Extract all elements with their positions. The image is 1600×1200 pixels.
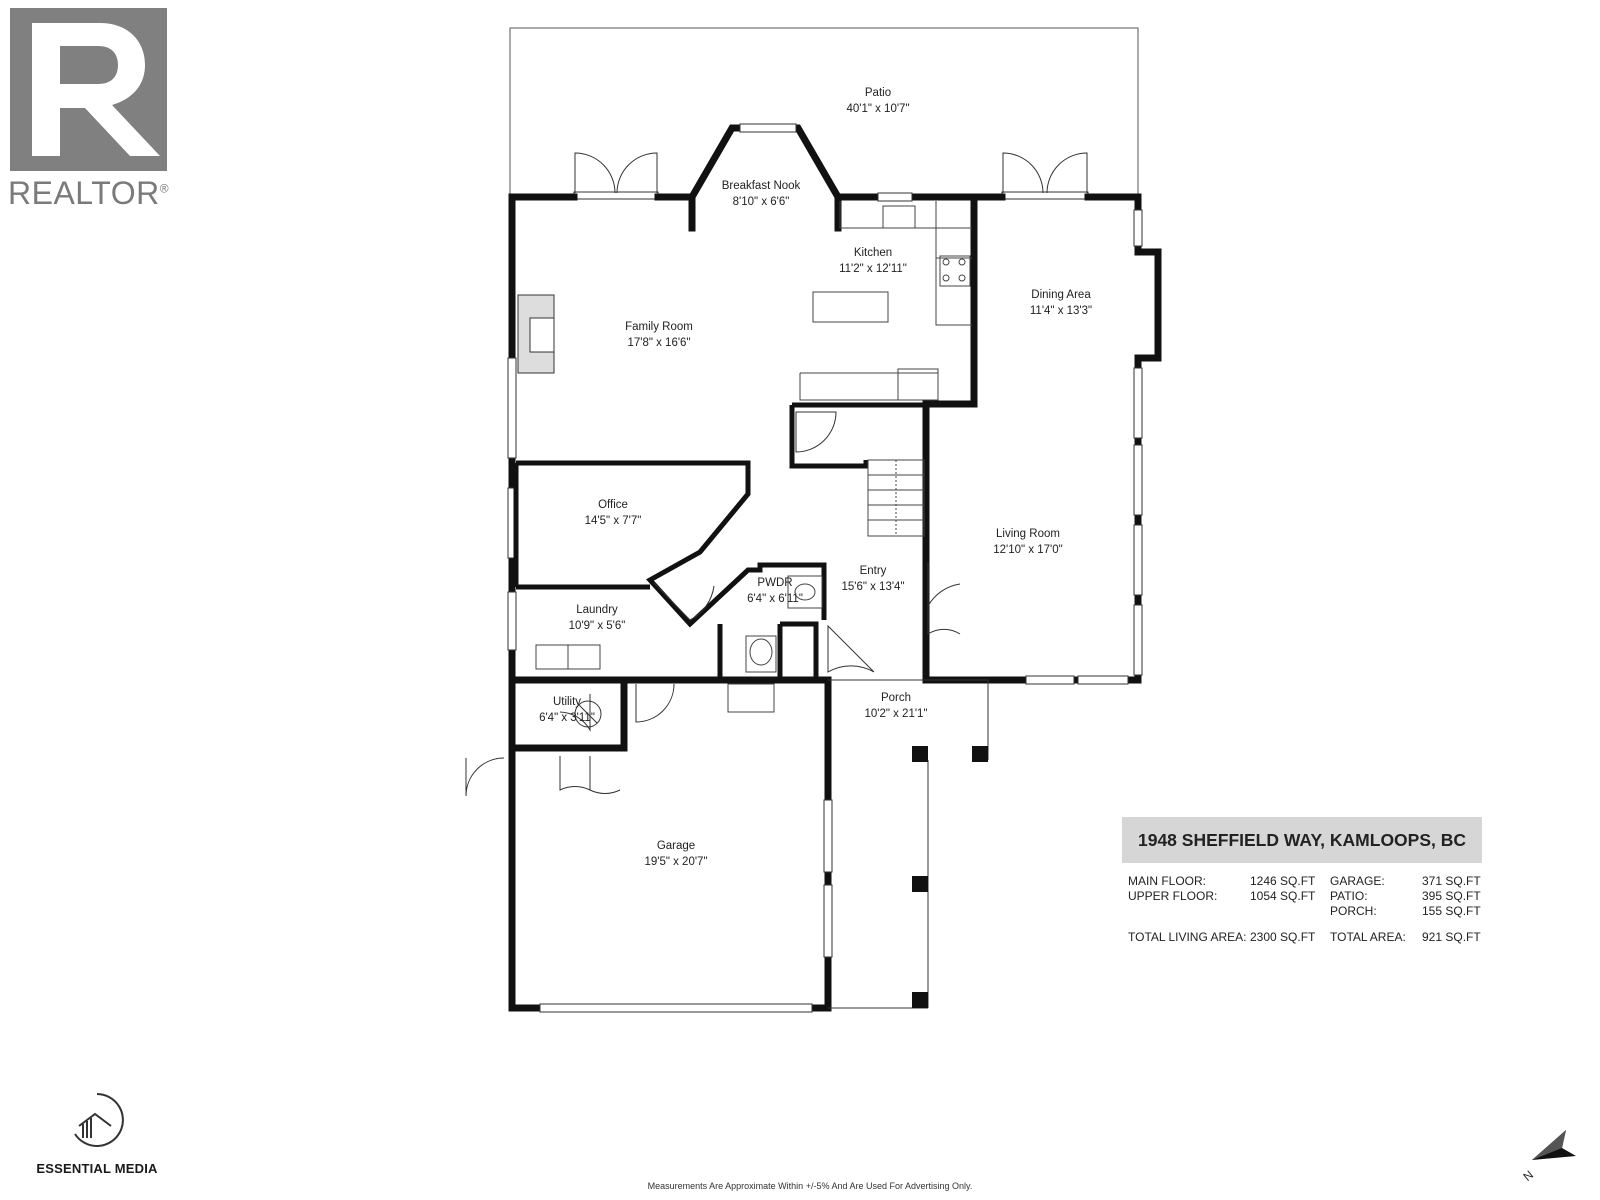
room-label-office: Office 14'5" x 7'7" <box>585 499 642 527</box>
room-name: PWDR <box>757 577 792 589</box>
room-name: Family Room <box>625 321 693 333</box>
room-name: Porch <box>881 692 911 704</box>
room-dimensions: 6'4" x 6'11" <box>747 593 803 605</box>
total-living-stat: TOTAL LIVING AREA:2300 SQ.FT <box>1128 930 1316 944</box>
room-label-breakfast-nook: Breakfast Nook 8'10" x 6'6" <box>722 180 801 208</box>
windows <box>507 123 1143 1013</box>
stat-row: GARAGE:371 SQ.FT <box>1330 874 1481 888</box>
room-label-porch: Porch 10'2" x 21'1" <box>864 692 927 720</box>
room-label-utility: Utility 6'4" x 3'11" <box>539 696 595 724</box>
room-name: Dining Area <box>1031 289 1091 301</box>
extra-stats: GARAGE:371 SQ.FT PATIO:395 SQ.FT PORCH:1… <box>1330 874 1481 919</box>
room-label-garage: Garage 19'5" x 20'7" <box>644 840 707 868</box>
room-dimensions: 11'4" x 13'3" <box>1030 305 1092 317</box>
room-name: Garage <box>657 840 695 852</box>
essential-media-label: ESSENTIAL MEDIA <box>36 1161 158 1176</box>
room-name: Utility <box>553 696 581 708</box>
room-dimensions: 40'1" x 10'7" <box>846 103 909 115</box>
house-logo-icon <box>74 1093 124 1147</box>
room-name: Entry <box>860 565 887 577</box>
realtor-r-mark-icon <box>10 8 167 171</box>
water-heater <box>574 700 602 728</box>
porch-outline <box>828 679 989 1009</box>
compass-icon: N <box>1520 1130 1576 1182</box>
stat-row: UPPER FLOOR:1054 SQ.FT <box>1128 889 1316 903</box>
kitchen-counters <box>799 201 972 401</box>
exterior-walls <box>508 124 1162 1012</box>
room-label-laundry: Laundry 10'9" x 5'6" <box>569 604 626 632</box>
porch-posts <box>912 746 988 1008</box>
room-labels: Patio 40'1" x 10'7" Breakfast Nook 8'10" x … <box>539 87 1092 868</box>
disclaimer: Measurements Are Approximate Within +/-5… <box>647 1181 973 1191</box>
room-dimensions: 14'5" x 7'7" <box>585 515 642 527</box>
fireplace <box>517 294 555 374</box>
room-dimensions: 12'10" x 17'0" <box>993 544 1062 556</box>
room-name: Living Room <box>996 528 1060 540</box>
compass-north-label: N <box>1520 1168 1536 1182</box>
interior-walls <box>513 402 926 680</box>
realtor-wordmark: REALTOR® <box>8 175 170 211</box>
room-dimensions: 15'6" x 13'4" <box>841 581 904 593</box>
room-dimensions: 17'8" x 16'6" <box>627 337 690 349</box>
stat-row: PATIO:395 SQ.FT <box>1330 889 1481 903</box>
room-dimensions: 10'9" x 5'6" <box>569 620 626 632</box>
patio-doors <box>573 152 1089 200</box>
room-name: Laundry <box>576 604 618 616</box>
floor-stats: MAIN FLOOR:1246 SQ.FT UPPER FLOOR:1054 S… <box>1128 874 1315 904</box>
room-dimensions: 11'2" x 12'11" <box>839 263 907 275</box>
room-name: Kitchen <box>854 247 892 259</box>
interior-doors <box>465 411 961 797</box>
room-label-entry: Entry 15'6" x 13'4" <box>841 565 904 593</box>
room-label-family-room: Family Room 17'8" x 16'6" <box>625 321 693 349</box>
total-area-stat: TOTAL AREA:921 SQ.FT <box>1330 930 1481 944</box>
room-dimensions: 8'10" x 6'6" <box>733 196 790 208</box>
room-label-pwdr: PWDR 6'4" x 6'11" <box>747 577 803 605</box>
room-label-kitchen: Kitchen 11'2" x 12'11" <box>839 247 907 275</box>
realtor-logo: REALTOR® <box>8 8 182 212</box>
patio-outline <box>509 27 1139 196</box>
laundry-appliances <box>535 644 601 670</box>
address-banner: 1948 SHEFFIELD WAY, KAMLOOPS, BC <box>1122 817 1482 863</box>
room-name: Breakfast Nook <box>722 180 801 192</box>
stat-row: PORCH:155 SQ.FT <box>1330 904 1481 918</box>
powder-room-fixtures <box>727 575 823 713</box>
stairs <box>867 459 925 537</box>
room-label-dining-area: Dining Area 11'4" x 13'3" <box>1030 289 1092 317</box>
room-dimensions: 6'4" x 3'11" <box>539 712 595 724</box>
room-label-patio: Patio 40'1" x 10'7" <box>846 87 909 115</box>
stat-row: MAIN FLOOR:1246 SQ.FT <box>1128 874 1316 888</box>
room-name: Patio <box>865 87 891 99</box>
room-dimensions: 10'2" x 21'1" <box>864 708 927 720</box>
room-dimensions: 19'5" x 20'7" <box>644 856 707 868</box>
room-name: Office <box>598 499 628 511</box>
room-label-living-room: Living Room 12'10" x 17'0" <box>993 528 1062 556</box>
essential-media-logo: ESSENTIAL MEDIA <box>32 1090 162 1176</box>
